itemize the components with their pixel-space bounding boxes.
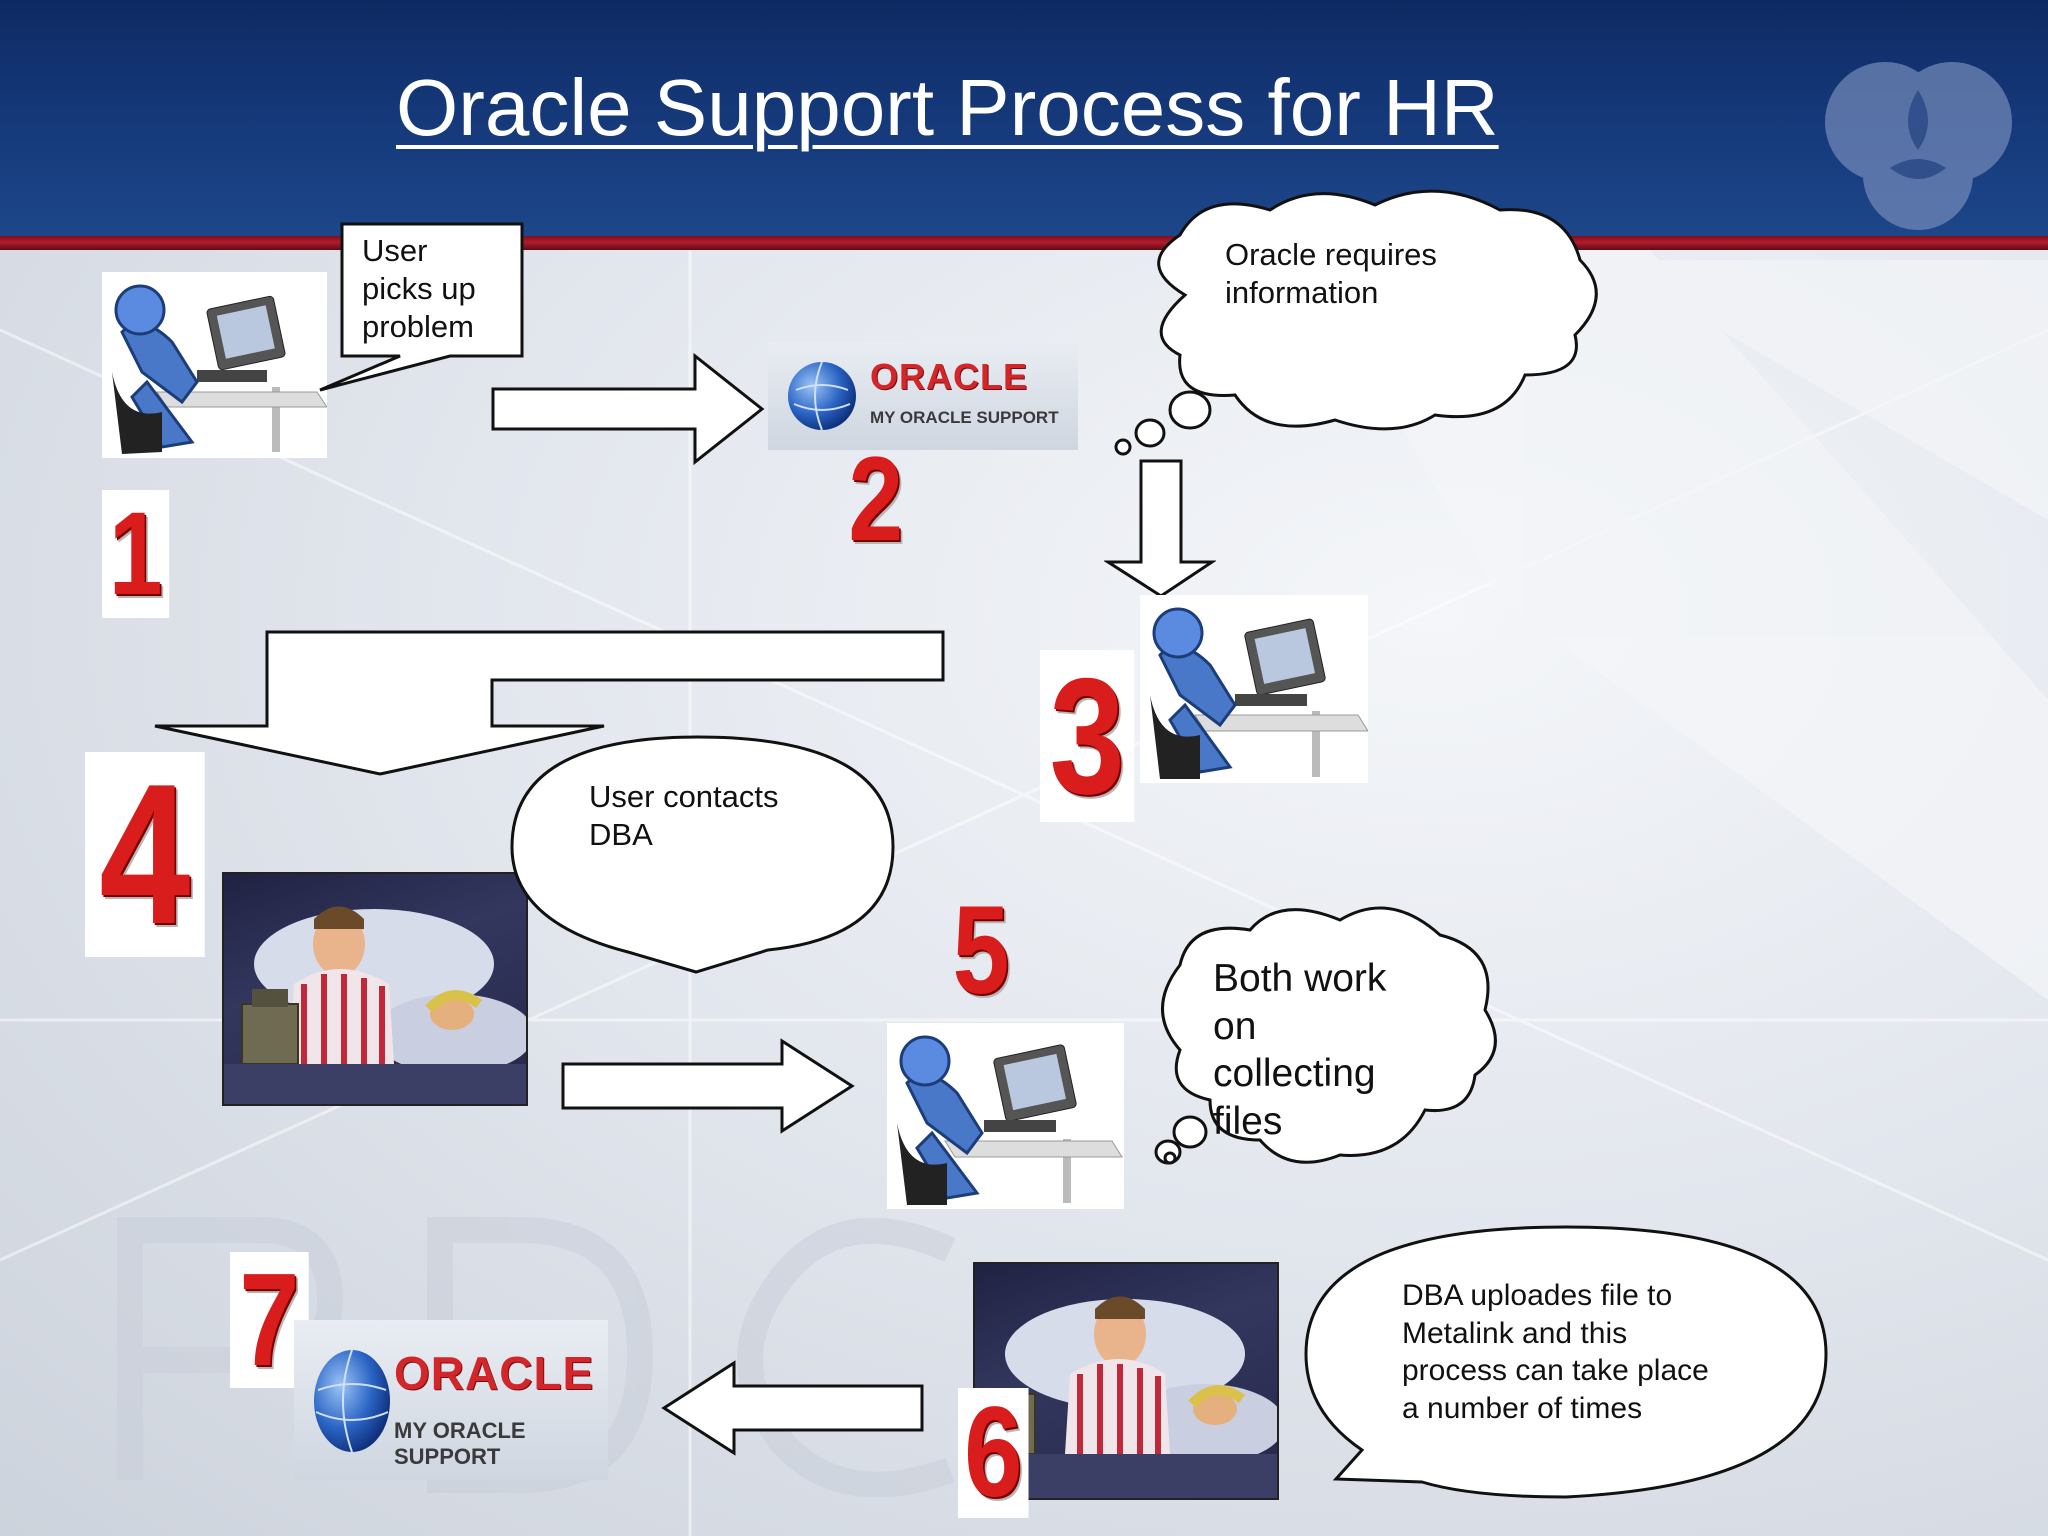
user-at-computer-icon	[887, 1023, 1124, 1209]
thought-cloud-oracle	[1114, 189, 1598, 456]
dba-in-bed-photo	[973, 1262, 1279, 1500]
callout-oracle-requires: Oracle requires information	[1225, 237, 1437, 310]
callout-both-work: Both work on collecting files	[1213, 957, 1387, 1143]
slide-title: Oracle Support Process for HR	[396, 63, 1499, 152]
dba-in-bed-illustration	[224, 906, 526, 1104]
arrow-right-1-to-2	[491, 352, 765, 466]
oracle-brand-text: ORACLE	[394, 1347, 595, 1399]
globe-icon	[314, 1349, 390, 1453]
user-at-computer-icon	[1140, 595, 1368, 783]
corner-circles-logo	[1825, 62, 2012, 230]
thought-cloud-both-work	[1154, 906, 1497, 1165]
arrow-right-4-to-5	[561, 1038, 855, 1134]
speech-bubble-step6	[1304, 1225, 1828, 1499]
dba-in-bed-photo	[222, 872, 528, 1106]
step-number-2: 2	[848, 432, 904, 566]
oracle-logo-step2: ORACLE MY ORACLE SUPPORT	[768, 342, 1078, 450]
header-band	[0, 0, 2048, 238]
step-number-1: 1	[102, 490, 170, 618]
callout-user-picks: User picks up problem	[362, 233, 476, 344]
speech-bubble-step1	[319, 222, 524, 392]
callout-user-contacts: User contacts DBA	[589, 779, 779, 852]
arrow-left-6-to-7	[661, 1360, 924, 1456]
oracle-subtitle-text: MY ORACLE SUPPORT	[870, 408, 1059, 427]
oracle-logo-step7: ORACLE MY ORACLE SUPPORT	[294, 1320, 608, 1480]
callout-dba-uploads: DBA uploades file to Metalink and this p…	[1402, 1279, 1709, 1425]
step-number-3: 3	[1040, 650, 1135, 822]
header-rule	[0, 236, 2048, 250]
arrow-down-2-to-3	[1104, 459, 1216, 598]
oracle-subtitle-text: MY ORACLE SUPPORT	[394, 1418, 526, 1469]
globe-icon	[788, 361, 856, 431]
oracle-brand-text: ORACLE	[870, 356, 1028, 397]
step-number-4: 4	[85, 752, 205, 957]
step-number-6: 6	[958, 1388, 1029, 1518]
dba-in-bed-illustration	[975, 1296, 1277, 1498]
arrow-bent-3-to-4	[154, 630, 945, 776]
step-number-5: 5	[952, 881, 1010, 1020]
user-at-computer-icon	[102, 272, 327, 458]
speech-bubble-step4	[510, 735, 895, 974]
